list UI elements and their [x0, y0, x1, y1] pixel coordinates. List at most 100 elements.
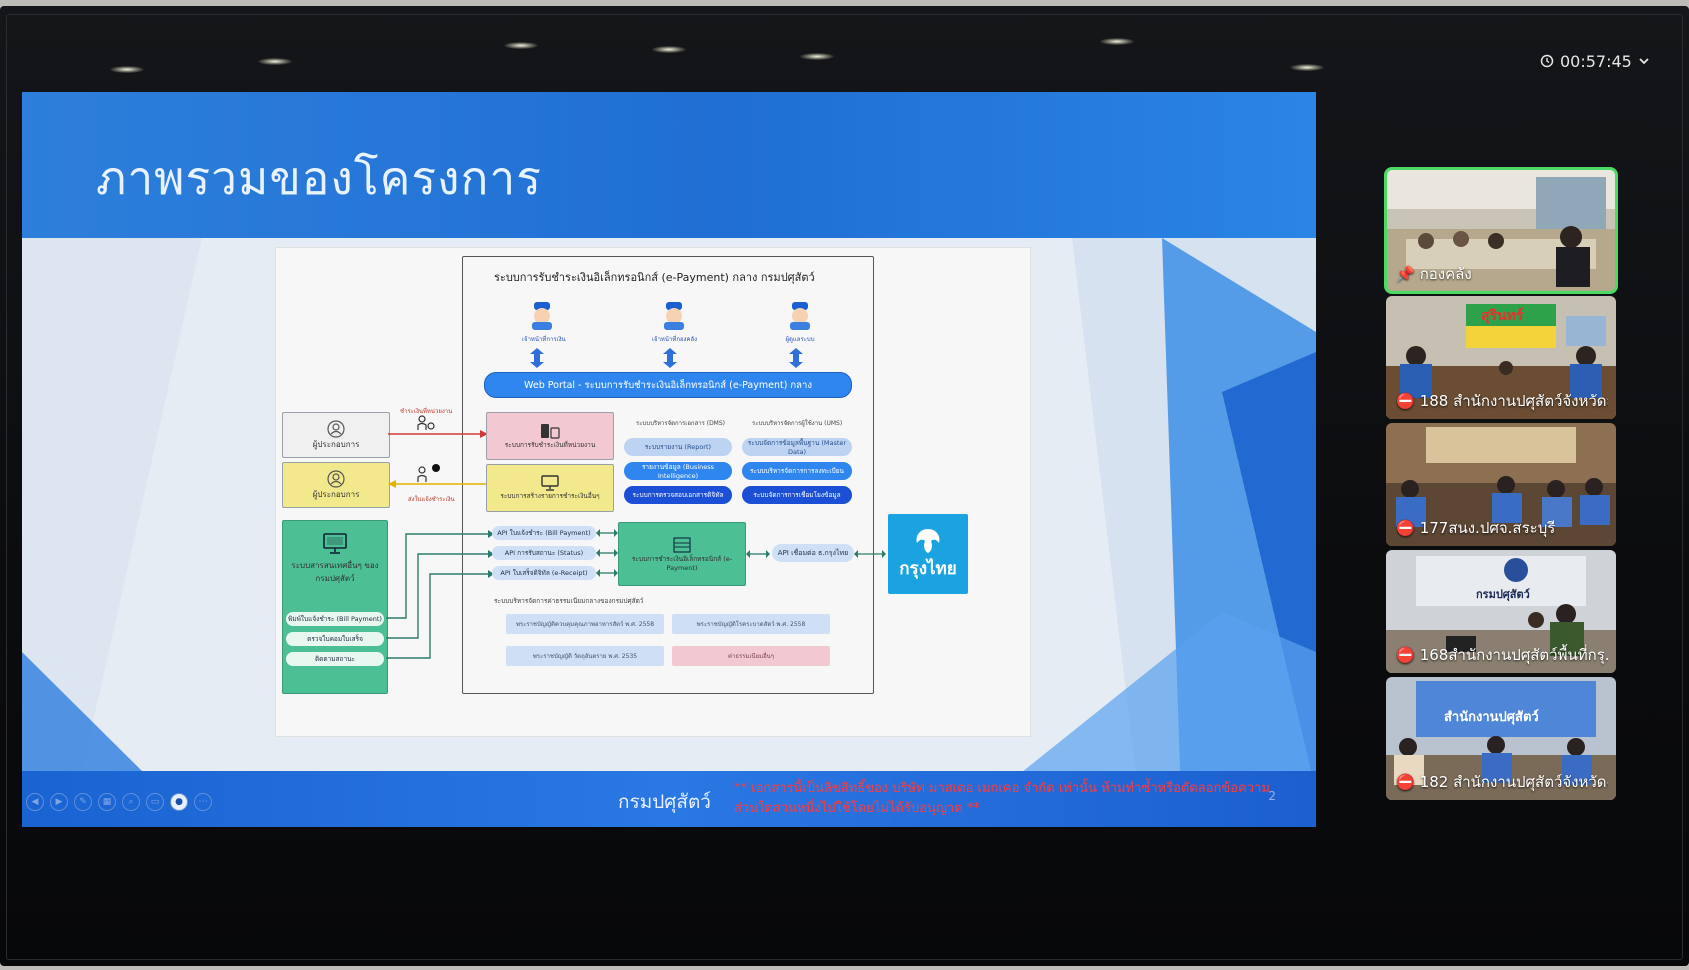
- dms-item: รายงานข้อมูล (Business Intelligence): [624, 462, 732, 480]
- other-item: ติดตามสถานะ: [286, 652, 384, 666]
- presentation-controls: ◀ ▶ ✎ ▦ ⌕ ▭ ● ⋯: [26, 793, 212, 811]
- dms-title: ระบบบริหารจัดการเอกสาร (DMS): [636, 420, 726, 427]
- camera-icon[interactable]: ●: [170, 793, 188, 811]
- participant-name: 📌 กองคลัง: [1396, 265, 1472, 283]
- create-payment-label: ระบบการสร้างรายการชำระเงินอื่นๆ: [500, 492, 600, 500]
- video-feed: สำนักงานปศุสัตว์: [1386, 677, 1616, 800]
- laws-title: ระบบบริหารจัดการค่าธรรมเนียมกลางของกรมปศ…: [494, 597, 644, 605]
- api-item: API ใบเสร็จดิจิทัล (e-Receipt): [492, 566, 596, 580]
- banner-text: สำนักงานปศุสัตว์: [1444, 709, 1539, 725]
- unit-payment-label: ระบบการรับชำระเงินที่หน่วยงาน: [504, 441, 596, 449]
- shared-slide: ภาพรวมของโครงการ ระบบการรับชำระเงินอิเล็…: [22, 92, 1316, 827]
- epayment-core: ระบบการชำระเงินอิเล็กทรอนิกส์ (e-Payment…: [618, 522, 746, 586]
- other-item: ตรวจใบคอมใบเสร็จ: [286, 632, 384, 646]
- footer-brand: กรมปศุสัตว์: [618, 791, 711, 813]
- send-person-icon: [417, 464, 440, 482]
- law-item: พระราชบัญญัติ วัตถุอันตราย พ.ศ. 2535: [506, 646, 664, 666]
- ums-item: ระบบบริหารจัดการการลงทะเบียน: [742, 462, 852, 480]
- participant-tile[interactable]: สำนักงานปศุสัตว์ ⛔ 182 สำนักงานปศุสัตว์จ…: [1386, 677, 1616, 800]
- other-item: พิมพ์ใบแจ้งชำระ (Bill Payment): [286, 612, 384, 626]
- more-options-icon[interactable]: ⋯: [194, 793, 212, 811]
- mic-muted-icon: ⛔: [1396, 773, 1415, 791]
- chevron-down-icon[interactable]: [1638, 55, 1650, 67]
- bank-arrow: [854, 550, 886, 558]
- epayment-core-label: ระบบการชำระเงินอิเล็กทรอนิกส์ (e-Payment…: [631, 555, 733, 572]
- user-icon: [327, 469, 345, 488]
- slides-grid-icon[interactable]: ▦: [98, 793, 116, 811]
- previous-slide-button[interactable]: ◀: [26, 793, 44, 811]
- dms-item: ระบบการตรวจสอบเอกสารดิจิทัล: [624, 486, 732, 504]
- user-icon: [327, 419, 345, 438]
- mic-muted-icon: ⛔: [1396, 646, 1415, 664]
- slide-page-number: 2: [1268, 789, 1276, 803]
- slide-title: ภาพรวมของโครงการ: [96, 151, 542, 205]
- participant-tile[interactable]: กรมปศุสัตว์ ⛔ 168สำนักงานปศุสัตว์พื้นที่…: [1386, 550, 1616, 673]
- operator-box: ผู้ประกอบการ: [282, 412, 390, 458]
- law-item: พระราชบัญญัติโรคระบาดสัตว์ พ.ศ. 2558: [672, 614, 830, 634]
- zoom-icon[interactable]: ⌕: [122, 793, 140, 811]
- banner-text: กรมปศุสัตว์: [1476, 588, 1530, 602]
- api-item: API การรับสถานะ (Status): [492, 546, 596, 560]
- next-slide-button[interactable]: ▶: [50, 793, 68, 811]
- participant-name: ⛔ 182 สำนักงานปศุสัตว์จังหวัดฉ...: [1396, 773, 1608, 791]
- other-systems-box: ระบบสารสนเทศอื่นๆ ของกรมปศุสัตว์: [282, 520, 388, 694]
- bird-icon: [916, 528, 940, 553]
- ums-item: ระบบจัดการการเชื่อมโยงข้อมูล: [742, 486, 852, 504]
- mic-muted-icon: ⛔: [1396, 519, 1415, 537]
- ums-item: ระบบจัดการข้อมูลพื้นฐาน (Master Data): [742, 438, 852, 456]
- epayment-system-frame: [462, 256, 874, 694]
- operator-label: ผู้ประกอบการ: [312, 439, 360, 449]
- operator-box: ผู้ประกอบการ: [282, 462, 390, 508]
- actor-treasury-officer: เจ้าหน้าที่กองคลัง: [652, 300, 697, 344]
- system-diagram: ระบบการรับชำระเงินอิเล็กทรอนิกส์ (e-Paym…: [275, 247, 1031, 737]
- dms-item: ระบบรายงาน (Report): [624, 438, 732, 456]
- slide-header: ภาพรวมของโครงการ: [22, 92, 1316, 238]
- law-item: ค่าธรรมเนียมอื่นๆ: [672, 646, 830, 666]
- bank-name: กรุงไทย: [899, 558, 957, 579]
- participant-tile[interactable]: 📌 กองคลัง: [1384, 167, 1618, 294]
- participant-tile[interactable]: ⛔ 177สนง.ปศจ.สระบุรี: [1386, 423, 1616, 546]
- bank-api: API เชื่อมต่อ ธ.กรุงไทย: [772, 544, 854, 562]
- participant-tile[interactable]: สุรินทร์ ⛔ 188 สำนักงานปศุสัตว์จังหวัดสุ…: [1386, 296, 1616, 419]
- slide-footer: ◀ ▶ ✎ ▦ ⌕ ▭ ● ⋯ กรมปศุสัตว์ ** เอกสารนี้…: [22, 771, 1316, 827]
- create-payment-system: ระบบการสร้างรายการชำระเงินอื่นๆ: [486, 464, 614, 512]
- pen-icon[interactable]: ✎: [74, 793, 92, 811]
- send-payment-label: ส่งใบแจ้งชำระเงิน: [408, 496, 455, 503]
- law-item: พระราชบัญญัติควบคุมคุณภาพอาหารสัตว์ พ.ศ.…: [506, 614, 664, 634]
- actor-label: เจ้าหน้าที่การเงิน: [522, 336, 566, 343]
- copyright-notice: ** เอกสารนี้เป็นลิขสิทธิ์ของ บริษัท มาสเ…: [734, 781, 1270, 816]
- light-glare: [504, 42, 538, 49]
- video-feed: กรมปศุสัตว์: [1386, 550, 1616, 673]
- participant-name: ⛔ 177สนง.ปศจ.สระบุรี: [1396, 519, 1556, 537]
- api-connectors: [386, 530, 494, 659]
- computer-icon: [323, 533, 347, 554]
- pos-terminal-icon: [541, 424, 560, 439]
- participant-name: ⛔ 168สำนักงานปศุสัตว์พื้นที่กรุ...: [1396, 646, 1608, 664]
- officer-icon: [532, 302, 552, 330]
- tv-screen: 00:57:45 ภาพรวมของโครงการ ระบบการรับชำระ…: [0, 6, 1689, 966]
- server-icon: [673, 537, 691, 553]
- participant-name: ⛔ 188 สำนักงานปศุสัตว์จังหวัดสุ...: [1396, 392, 1608, 410]
- monitor-icon: [541, 475, 559, 491]
- light-glare: [110, 66, 144, 73]
- core-bank-arrow: [746, 550, 770, 558]
- pin-icon: 📌: [1396, 265, 1415, 283]
- video-feed: [1386, 423, 1616, 546]
- actor-finance-officer: เจ้าหน้าที่การเงิน: [522, 300, 566, 344]
- operator-arrows: [388, 430, 488, 488]
- other-systems-label: ระบบสารสนเทศอื่นๆ ของกรมปศุสัตว์: [291, 561, 379, 583]
- light-glare: [1100, 38, 1134, 45]
- system-title: ระบบการรับชำระเงินอิเล็กทรอนิกส์ (e-Paym…: [494, 271, 815, 284]
- pay-at-unit-label: ชำระเงินที่หน่วยงาน: [400, 408, 453, 415]
- light-glare: [1290, 64, 1324, 71]
- light-glare: [800, 53, 834, 60]
- subtitles-icon[interactable]: ▭: [146, 793, 164, 811]
- light-glare: [258, 58, 292, 65]
- banner-text: สุรินทร์: [1481, 307, 1524, 324]
- elapsed-time: 00:57:45: [1560, 51, 1632, 71]
- meeting-timer[interactable]: 00:57:45: [1540, 50, 1650, 72]
- api-item: API ใบแจ้งชำระ (Bill Payment): [492, 526, 596, 540]
- api-bidirectional-arrows: [596, 529, 618, 577]
- ums-title: ระบบบริหารจัดการผู้ใช้งาน (UMS): [752, 420, 843, 427]
- actor-label: ผู้ดูแลระบบ: [785, 336, 815, 343]
